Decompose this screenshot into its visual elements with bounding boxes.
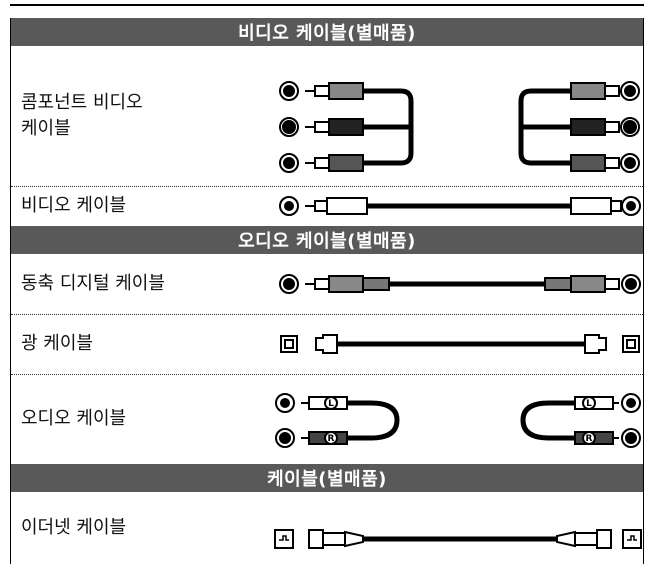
cable-table: 비디오 케이블(별매품) 콤포넌트 비디오 케이블 bbox=[10, 18, 644, 564]
row-label-optical-cable: 광 케이블 bbox=[21, 314, 251, 374]
section-header-audio: 오디오 케이블(별매품) bbox=[11, 226, 643, 254]
row-component-video: 콤포넌트 비디오 케이블 bbox=[11, 46, 643, 186]
row-divider bbox=[11, 374, 643, 375]
video-cable-icon bbox=[279, 196, 641, 216]
label-text: 광 케이블 bbox=[21, 333, 93, 354]
row-label-coaxial-digital-cable: 동축 디지털 케이블 bbox=[21, 254, 251, 314]
label-text: 이더넷 케이블 bbox=[21, 517, 127, 538]
row-ethernet-cable: 이더넷 케이블 bbox=[11, 492, 643, 564]
row-divider bbox=[11, 314, 643, 315]
section-header-video: 비디오 케이블(별매품) bbox=[11, 18, 643, 46]
row-optical-cable: 광 케이블 bbox=[11, 314, 643, 374]
coaxial-digital-cable-icon bbox=[279, 274, 641, 294]
label-text: 비디오 케이블 bbox=[21, 195, 127, 216]
row-divider bbox=[11, 186, 643, 187]
row-video-cable: 비디오 케이블 bbox=[11, 186, 643, 226]
section-title-audio: 오디오 케이블(별매품) bbox=[238, 231, 416, 252]
section-header-cable: 케이블(별매품) bbox=[11, 464, 643, 492]
component-video-cable-icon bbox=[279, 81, 640, 173]
label-text: 동축 디지털 케이블 bbox=[21, 273, 165, 294]
label-text: 콤포넌트 비디오 케이블 bbox=[21, 92, 143, 139]
row-label-audio-cable: 오디오 케이블 bbox=[21, 374, 251, 464]
plug-mark-left: L bbox=[328, 399, 334, 409]
top-rule bbox=[10, 4, 644, 6]
audio-cable-icon: L R L R bbox=[275, 393, 641, 448]
row-label-ethernet-cable: 이더넷 케이블 bbox=[21, 492, 251, 564]
row-label-component-video: 콤포넌트 비디오 케이블 bbox=[21, 46, 251, 186]
section-title-cable: 케이블(별매품) bbox=[267, 469, 387, 490]
plug-mark-left: L bbox=[586, 399, 592, 409]
section-title-video: 비디오 케이블(별매품) bbox=[238, 23, 416, 44]
plug-mark-right: R bbox=[328, 434, 335, 444]
row-label-video-cable: 비디오 케이블 bbox=[21, 186, 251, 226]
optical-cable-icon bbox=[280, 334, 640, 354]
row-coaxial-digital-cable: 동축 디지털 케이블 bbox=[11, 254, 643, 314]
row-audio-cable: 오디오 케이블 L R bbox=[11, 374, 643, 464]
ethernet-cable-icon bbox=[274, 529, 642, 549]
label-text: 오디오 케이블 bbox=[21, 408, 127, 429]
plug-mark-right: R bbox=[586, 434, 593, 444]
